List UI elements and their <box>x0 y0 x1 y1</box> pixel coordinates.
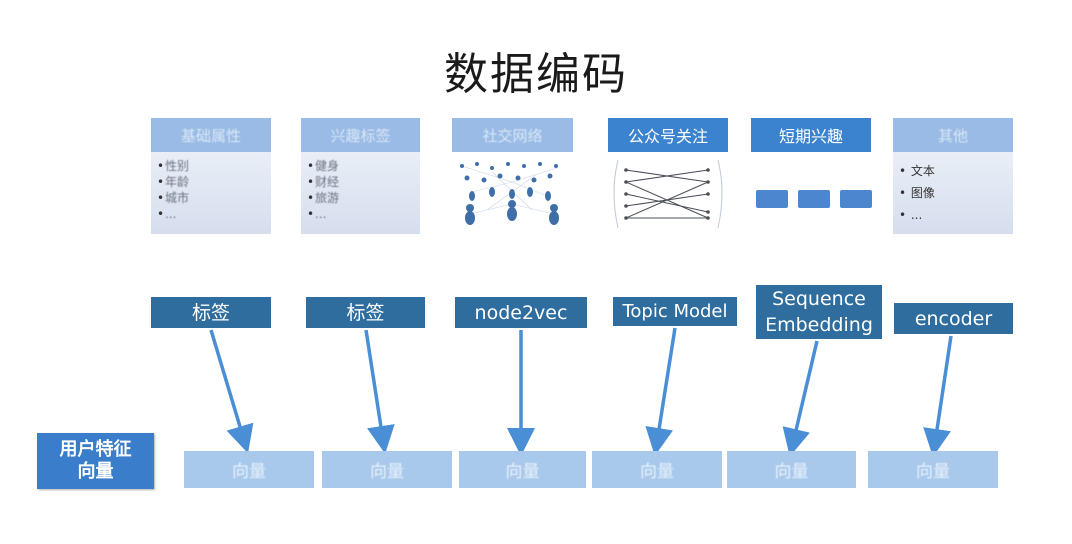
method-label: 标签 <box>151 297 271 328</box>
people-network-icon <box>460 162 559 225</box>
method-line: Sequence <box>772 288 866 310</box>
sequence-box <box>798 190 830 208</box>
vector-box: 向量 <box>592 451 722 488</box>
list-item: •财经 <box>307 175 340 189</box>
list-item: • 文本 <box>899 164 935 178</box>
list-item: •... <box>157 207 177 221</box>
method-line: Embedding <box>765 314 873 336</box>
arrow <box>782 340 819 457</box>
method-label-sequence-embedding: Sequence Embedding <box>756 285 882 339</box>
header-short-term-interest: 短期兴趣 <box>751 118 871 152</box>
arrow <box>364 329 395 454</box>
list-item: •旅游 <box>307 191 340 205</box>
vector-box: 向量 <box>184 451 314 488</box>
card-interest-tags: •健身 •财经 •旅游 •... <box>301 152 420 234</box>
list-item: • 图像 <box>899 186 935 200</box>
card-other: • 文本 • 图像 • ... <box>893 152 1013 234</box>
method-label: node2vec <box>455 297 587 328</box>
header-official-account-follow: 公众号关注 <box>608 118 728 152</box>
arrow <box>923 335 953 457</box>
vector-box: 向量 <box>727 451 856 488</box>
header-other: 其他 <box>893 118 1013 152</box>
list-item: •年龄 <box>157 175 190 189</box>
method-label: encoder <box>894 303 1013 334</box>
page-title: 数据编码 <box>444 49 628 100</box>
bipartite-graph-icon <box>613 159 723 229</box>
topic-graph-graphic <box>608 152 728 234</box>
vector-box: 向量 <box>322 451 452 488</box>
vector-box: 向量 <box>868 451 998 488</box>
arrow <box>209 329 254 454</box>
header-interest-tags: 兴趣标签 <box>301 118 420 152</box>
card-basic-attributes: •性别 •年龄 •城市 •... <box>151 152 271 234</box>
arrow <box>645 327 677 456</box>
list-item: •城市 <box>157 191 190 205</box>
list-item: •... <box>307 207 327 221</box>
list-item: •性别 <box>157 159 190 173</box>
header-social-network: 社交网络 <box>452 118 573 152</box>
sequence-box <box>756 190 788 208</box>
list-item: • ... <box>899 208 923 222</box>
method-label: 标签 <box>306 297 425 328</box>
method-label: Topic Model <box>613 297 737 326</box>
social-network-graphic <box>452 152 573 234</box>
user-feature-vector-label: 用户特征 向量 <box>37 433 154 489</box>
sequence-box <box>840 190 872 208</box>
list-item: •健身 <box>307 159 340 173</box>
vector-box: 向量 <box>459 451 586 488</box>
header-basic-attributes: 基础属性 <box>151 118 271 152</box>
